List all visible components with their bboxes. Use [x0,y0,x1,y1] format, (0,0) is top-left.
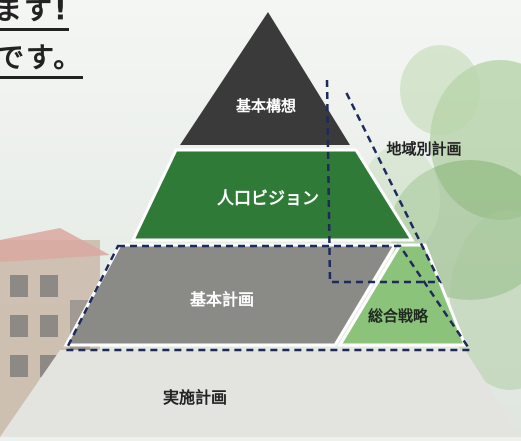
regional-plan-dashed-outline [325,79,443,284]
heading-line2: です。 [0,36,84,79]
regional-plan-label: 地域別計画 [386,140,461,158]
heading-line1: ます! [0,0,69,31]
tier4-label: 実施計画 [163,388,227,407]
tier1-shape [180,12,350,145]
tier1-label: 基本構想 [235,97,296,115]
background-trees [360,45,521,390]
tier3-label: 基本計画 [189,290,254,309]
tier2-label: 人口ビジョン [217,189,319,209]
tier3-side-label: 総合戦略 [368,307,429,325]
tier2-shape [130,148,415,242]
tier4-shape [0,350,521,437]
